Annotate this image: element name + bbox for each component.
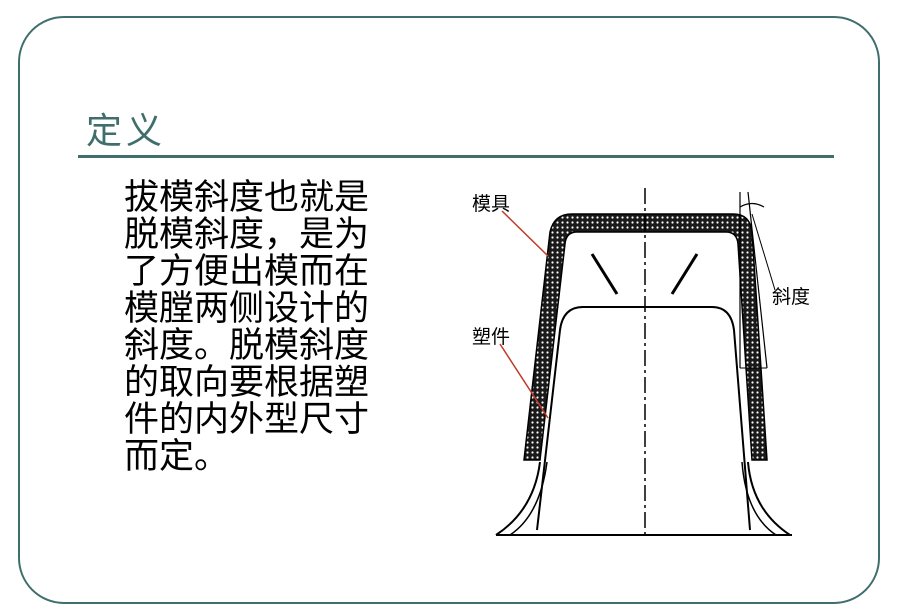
draft-mark-right <box>670 253 699 295</box>
definition-paragraph: 拔模斜度也就是 脱模斜度，是为 了方便出模而在 模膛两侧设计的 斜度。脱模斜度 … <box>124 180 424 476</box>
draft-label-leader <box>751 213 776 291</box>
base-curve-right <box>747 461 791 536</box>
mold-label-leader <box>501 210 549 257</box>
draft-label: 斜度 <box>772 286 810 308</box>
draft-mark-left <box>590 253 619 295</box>
plastic-part-outline <box>536 306 751 531</box>
paragraph-line: 了方便出模而在 <box>124 252 370 292</box>
paragraph-line: 件的内外型尺寸 <box>124 400 370 440</box>
mold-label: 模具 <box>472 193 510 215</box>
title-divider <box>78 155 834 158</box>
paragraph-line: 而定。 <box>124 437 230 477</box>
paragraph-line: 脱模斜度，是为 <box>124 215 370 255</box>
base-curve-left-inner <box>509 461 548 536</box>
base-curve-right-inner <box>741 461 777 536</box>
paragraph-line: 的取向要根据塑 <box>124 363 370 403</box>
draft-angle-arc <box>739 202 765 208</box>
slide-frame <box>18 16 880 604</box>
part-label-leader <box>499 343 549 419</box>
draft-reference-slope <box>747 191 768 369</box>
slide-title: 定义 <box>86 111 167 152</box>
mold-shell <box>523 213 768 461</box>
draft-angle-diagram: 模具 塑件 斜度 <box>472 188 810 536</box>
part-label: 塑件 <box>472 326 510 348</box>
paragraph-line: 斜度。脱模斜度 <box>124 326 370 366</box>
paragraph-line: 拔模斜度也就是 <box>124 178 370 218</box>
paragraph-line: 模膛两侧设计的 <box>124 289 370 329</box>
base-curve-left <box>495 461 541 536</box>
